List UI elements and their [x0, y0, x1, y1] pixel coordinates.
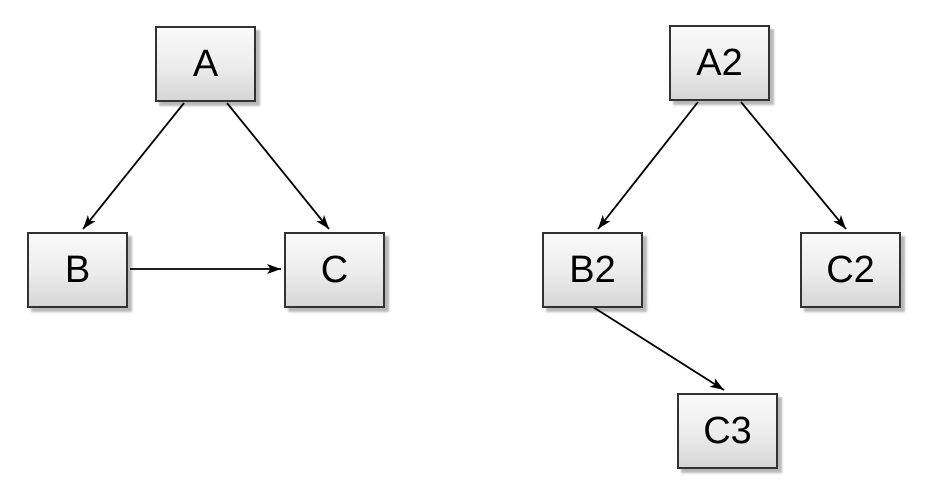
edge-A-C [226, 102, 330, 230]
node-label-C2: C2 [826, 249, 875, 291]
node-C[interactable]: C [284, 232, 385, 308]
node-label-A: A [192, 43, 219, 85]
node-A2[interactable]: A2 [669, 25, 770, 101]
edge-A2-B2 [597, 101, 699, 230]
node-label-B: B [64, 249, 91, 291]
node-label-A2: A2 [696, 42, 743, 84]
node-C3[interactable]: C3 [677, 393, 778, 469]
node-B[interactable]: B [27, 232, 128, 308]
node-C2[interactable]: C2 [800, 232, 901, 308]
edge-A2-C2 [740, 101, 847, 230]
edge-A-B [82, 102, 185, 230]
node-A[interactable]: A [155, 26, 256, 102]
edge-B2-C3 [592, 306, 725, 391]
node-label-C3: C3 [703, 410, 752, 452]
node-B2[interactable]: B2 [542, 232, 643, 308]
node-label-C: C [320, 249, 349, 291]
node-label-B2: B2 [569, 249, 616, 291]
